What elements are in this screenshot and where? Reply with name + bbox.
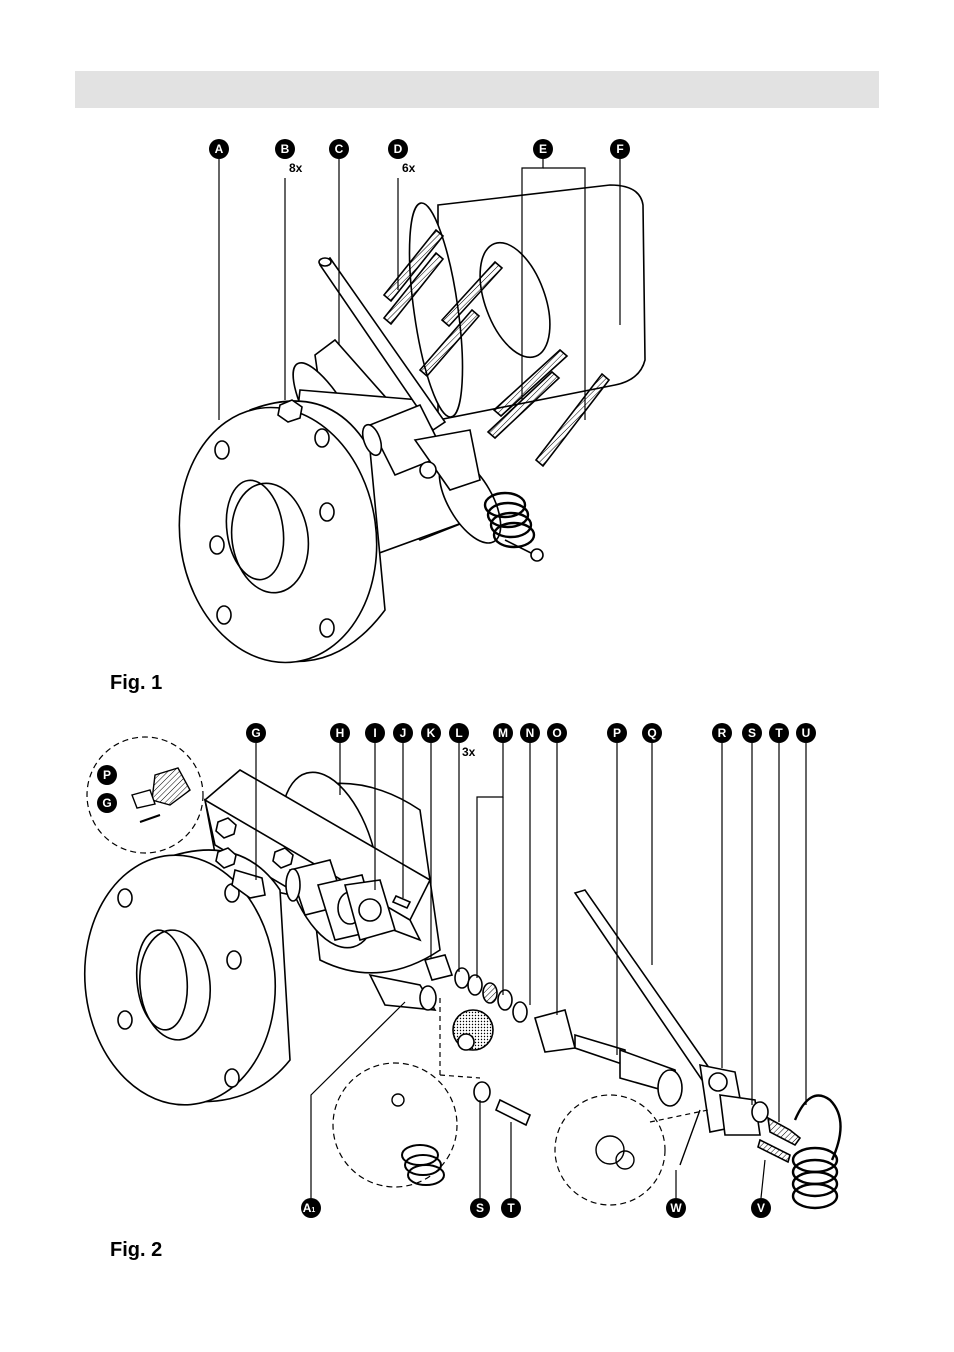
main-flange-fig2 bbox=[83, 849, 291, 1106]
callout-e-fig1 bbox=[533, 139, 553, 159]
spring-u bbox=[791, 1094, 842, 1210]
qty-b: 8x bbox=[289, 161, 303, 175]
callout-v bbox=[751, 1198, 771, 1218]
fig2-caption: Fig. 2 bbox=[110, 1239, 163, 1261]
callout-h-letter: H bbox=[336, 726, 345, 740]
callout-l-letter: L bbox=[455, 726, 462, 740]
callout-t-letter: T bbox=[775, 726, 783, 740]
callout-i-letter: I bbox=[373, 726, 376, 740]
lever-c bbox=[318, 256, 447, 432]
screw-j bbox=[391, 894, 412, 910]
coupling-r bbox=[699, 1063, 761, 1136]
callout-g-fig2 bbox=[246, 723, 266, 743]
callout-s-bottom-letter: S bbox=[476, 1201, 484, 1215]
qty-d: 6x bbox=[402, 161, 416, 175]
callout-inset-p bbox=[97, 765, 117, 785]
block-a1 bbox=[368, 973, 437, 1011]
shaft-p bbox=[574, 1033, 683, 1107]
fig2-drawing bbox=[83, 769, 842, 1210]
callout-d-fig1 bbox=[388, 139, 408, 159]
nut-b bbox=[277, 399, 303, 423]
callout-w bbox=[666, 1198, 686, 1218]
callout-t bbox=[769, 723, 789, 743]
coupling bbox=[361, 403, 481, 491]
callout-i bbox=[365, 723, 385, 743]
callout-t-bottom-letter: T bbox=[507, 1201, 515, 1215]
callout-k-letter: K bbox=[427, 726, 436, 740]
callout-g-letter: G bbox=[251, 726, 260, 740]
spring bbox=[483, 491, 544, 562]
callout-l bbox=[449, 723, 469, 743]
fig2-leaders bbox=[255, 743, 807, 1199]
callout-j bbox=[393, 723, 413, 743]
callout-r-letter: R bbox=[718, 726, 727, 740]
callout-n-letter: N bbox=[526, 726, 535, 740]
gasket-i bbox=[343, 879, 396, 941]
callout-m-letter: M bbox=[498, 726, 508, 740]
callout-s bbox=[742, 723, 762, 743]
callout-r bbox=[712, 723, 732, 743]
header-band bbox=[75, 71, 879, 108]
callout-o bbox=[547, 723, 567, 743]
callout-c-letter: C bbox=[335, 142, 344, 156]
callout-f-letter: F bbox=[616, 142, 623, 156]
callout-inset-g bbox=[97, 793, 117, 813]
callout-a1-letter: A1 bbox=[303, 1201, 316, 1215]
callout-u-letter: U bbox=[802, 726, 811, 740]
fig1-drawing bbox=[178, 184, 646, 664]
fig1-leaders bbox=[218, 159, 621, 420]
callout-inset-p-letter: P bbox=[103, 768, 111, 782]
callout-m bbox=[493, 723, 513, 743]
inset-coupling bbox=[554, 1094, 666, 1206]
callout-inset-g-letter: G bbox=[102, 796, 111, 810]
callout-p-letter: P bbox=[613, 726, 621, 740]
ring-stack bbox=[423, 954, 577, 1053]
studs bbox=[382, 228, 611, 468]
inset-contents bbox=[131, 767, 635, 1186]
callout-q bbox=[642, 723, 662, 743]
callout-v-letter: V bbox=[757, 1201, 765, 1215]
callout-f-fig1 bbox=[610, 139, 630, 159]
callout-q-letter: Q bbox=[647, 726, 656, 740]
callout-k bbox=[421, 723, 441, 743]
fig2-callouts bbox=[97, 723, 816, 1218]
callout-a1-sub: 1 bbox=[311, 1207, 315, 1214]
callout-b-fig1 bbox=[275, 139, 295, 159]
callout-e-letter: E bbox=[539, 142, 547, 156]
fig1-caption: Fig. 1 bbox=[110, 672, 163, 694]
callout-u bbox=[796, 723, 816, 743]
callout-j-letter: J bbox=[400, 726, 407, 740]
callout-t-bottom bbox=[501, 1198, 521, 1218]
callout-n bbox=[520, 723, 540, 743]
callout-s-bottom bbox=[470, 1198, 490, 1218]
callout-w-letter: W bbox=[670, 1201, 682, 1215]
qty-l: 3x bbox=[462, 745, 476, 759]
callout-a-letter: A bbox=[215, 142, 224, 156]
pin-w bbox=[679, 1109, 701, 1166]
callout-s-letter: S bbox=[748, 726, 756, 740]
callout-c-fig1 bbox=[329, 139, 349, 159]
callout-a1 bbox=[301, 1198, 321, 1218]
body-nuts bbox=[215, 817, 294, 869]
callout-o-letter: O bbox=[552, 726, 561, 740]
main-flange bbox=[178, 400, 386, 664]
parts-s-t bbox=[473, 1081, 802, 1164]
callout-h bbox=[330, 723, 350, 743]
callout-d-letter: D bbox=[394, 142, 403, 156]
callout-b-letter: B bbox=[281, 142, 290, 156]
callout-a1-main: A bbox=[303, 1201, 312, 1215]
bracket-g bbox=[231, 868, 266, 899]
fig1-callouts bbox=[209, 139, 630, 159]
callout-p bbox=[607, 723, 627, 743]
callout-a-fig1 bbox=[209, 139, 229, 159]
